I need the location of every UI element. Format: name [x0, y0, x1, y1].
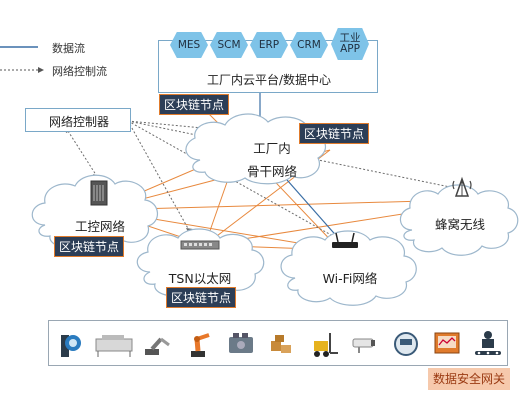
control-flow-arrow — [38, 67, 44, 73]
cellular-cloud — [399, 184, 519, 256]
industrial-app-line2: APP — [340, 43, 360, 55]
control-cabinet-icon — [90, 180, 108, 206]
conveyor-robot-icon[interactable] — [471, 327, 505, 361]
industrial-control-label: 工控网络 — [74, 219, 125, 234]
network-controller-label: 网络控制器 — [48, 115, 109, 129]
industrial-app-line1: 工业 — [339, 32, 361, 44]
erp-label: ERP — [258, 38, 280, 51]
engine-icon[interactable] — [224, 327, 258, 361]
boxes-truck-icon[interactable] — [265, 327, 299, 361]
blockchain-node-industrial[interactable]: 区块链节点 — [54, 236, 125, 257]
tsn-label: TSN以太网 — [168, 271, 232, 286]
crm-label: CRM — [297, 38, 321, 51]
tsn-cloud — [136, 228, 265, 299]
meter-gauge-icon[interactable] — [389, 327, 423, 361]
blockchain-node-tsn[interactable]: 区块链节点 — [166, 287, 237, 308]
network-controller[interactable]: 网络控制器 — [25, 108, 131, 132]
device-strip — [48, 320, 508, 366]
erp-app[interactable]: ERP — [250, 32, 288, 58]
data-security-gateway[interactable]: 数据安全网关 — [428, 368, 511, 390]
cctv-camera-icon[interactable] — [347, 327, 381, 361]
tsn-switch-icon — [180, 240, 220, 250]
wifi-router-icon — [332, 232, 358, 248]
cell-tower-icon — [452, 176, 472, 197]
industrial-app[interactable]: 工业 APP — [331, 28, 369, 60]
device-row — [53, 324, 505, 364]
backbone-label: 工厂内 骨干网络 — [232, 138, 312, 180]
mes-app[interactable]: MES — [170, 32, 208, 58]
forklift-icon[interactable] — [306, 327, 340, 361]
wifi-cloud — [280, 230, 417, 306]
backbone-label-line2: 骨干网络 — [246, 164, 297, 179]
legend-lines — [0, 46, 44, 73]
scm-app[interactable]: SCM — [210, 32, 248, 58]
robot-arm-icon[interactable] — [141, 327, 175, 361]
monitoring-station-icon[interactable] — [430, 327, 464, 361]
cloud-platform-label: 工厂内云平台/数据中心 — [206, 73, 332, 87]
industrial-robot-icon[interactable] — [183, 327, 217, 361]
flow-meter-icon[interactable] — [53, 327, 87, 361]
blockchain-node-platform[interactable]: 区块链节点 — [159, 94, 230, 115]
wifi-label: Wi-Fi网络 — [322, 271, 378, 286]
cellular-label: 蜂窝无线 — [434, 217, 485, 232]
crm-app[interactable]: CRM — [290, 32, 328, 58]
legend: 数据流 网络控制流 — [0, 38, 130, 78]
scm-label: SCM — [217, 38, 241, 51]
reflow-oven-icon[interactable] — [94, 327, 134, 361]
mes-label: MES — [177, 38, 201, 51]
legend-data-flow: 数据流 — [52, 42, 85, 55]
legend-control-flow: 网络控制流 — [52, 65, 107, 78]
blockchain-node-backbone[interactable]: 区块链节点 — [299, 123, 370, 144]
backbone-label-line1: 工厂内 — [253, 141, 291, 156]
